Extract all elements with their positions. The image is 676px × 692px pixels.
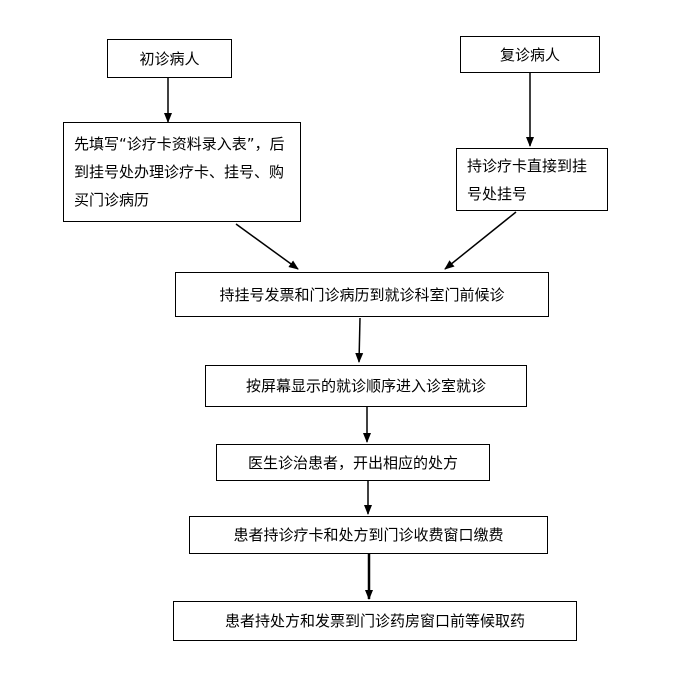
node-first-visit-steps-label: 先填写“诊疗卡资料录入表”，后到挂号处办理诊疗卡、挂号、购买门诊病历 <box>74 135 285 209</box>
node-get-medicine-label: 患者持处方和发票到门诊药房窗口前等候取药 <box>224 612 525 630</box>
node-doctor-treat: 医生诊治患者，开出相应的处方 <box>216 444 490 481</box>
node-doctor-treat-label: 医生诊治患者，开出相应的处方 <box>247 453 458 472</box>
node-wait-department: 持挂号发票和门诊病历到就诊科室门前候诊 <box>175 272 549 317</box>
node-first-visit: 初诊病人 <box>107 39 232 78</box>
node-return-visit-label: 复诊病人 <box>499 45 560 64</box>
arrow-wait-to-enter <box>355 317 364 363</box>
node-return-visit-steps-label: 持诊疗卡直接到挂号处挂号 <box>467 156 588 203</box>
arrow-return-steps-to-wait <box>444 211 517 270</box>
node-pay-fee-label: 患者持诊疗卡和处方到门诊收费窗口缴费 <box>233 526 504 544</box>
node-enter-room: 按屏幕显示的就诊顺序进入诊室就诊 <box>205 365 527 407</box>
node-enter-room-label: 按屏幕显示的就诊顺序进入诊室就诊 <box>245 377 486 395</box>
node-first-visit-steps: 先填写“诊疗卡资料录入表”，后到挂号处办理诊疗卡、挂号、购买门诊病历 <box>63 122 301 222</box>
node-pay-fee: 患者持诊疗卡和处方到门诊收费窗口缴费 <box>189 516 548 554</box>
arrow-first-steps-to-wait <box>235 223 299 270</box>
node-wait-department-label: 持挂号发票和门诊病历到就诊科室门前候诊 <box>219 285 505 304</box>
node-first-visit-label: 初诊病人 <box>139 49 200 68</box>
node-return-visit-steps: 持诊疗卡直接到挂号处挂号 <box>456 148 608 211</box>
node-get-medicine: 患者持处方和发票到门诊药房窗口前等候取药 <box>173 601 577 641</box>
node-return-visit: 复诊病人 <box>460 36 600 73</box>
